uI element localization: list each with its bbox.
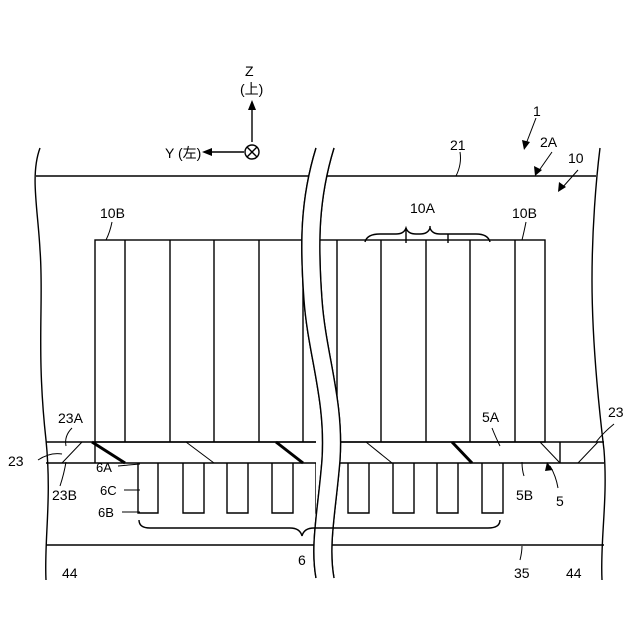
label-35: 35 — [514, 565, 530, 581]
y-axis-arrowhead — [202, 148, 212, 156]
axis-z-sub-label: (上) — [240, 81, 263, 97]
label-23-right: 23 — [608, 404, 624, 420]
label-1: 1 — [533, 103, 541, 119]
label-5: 5 — [556, 493, 564, 509]
label-6A: 6A — [96, 460, 112, 475]
label-6: 6 — [298, 552, 306, 568]
label-10: 10 — [568, 150, 584, 166]
label-21: 21 — [450, 137, 466, 153]
axis-y-label: Y (左) — [165, 145, 201, 161]
label-6B: 6B — [98, 505, 114, 520]
left-break-edge — [35, 148, 48, 580]
label-2A: 2A — [540, 134, 558, 150]
label-10B-left: 10B — [100, 205, 125, 221]
label-23B: 23B — [52, 487, 77, 503]
label-5A: 5A — [482, 409, 500, 425]
z-axis-arrowhead — [248, 100, 256, 110]
label-44-right: 44 — [566, 565, 582, 581]
label-10B-right: 10B — [512, 205, 537, 221]
label-6C: 6C — [100, 483, 117, 498]
axis-z-label: Z — [245, 63, 254, 79]
label-23-left: 23 — [8, 453, 24, 469]
label-10A: 10A — [410, 200, 436, 216]
label-23A: 23A — [58, 410, 84, 426]
right-break-edge — [592, 148, 605, 580]
label-44-left: 44 — [62, 565, 78, 581]
label-5B: 5B — [516, 487, 533, 503]
